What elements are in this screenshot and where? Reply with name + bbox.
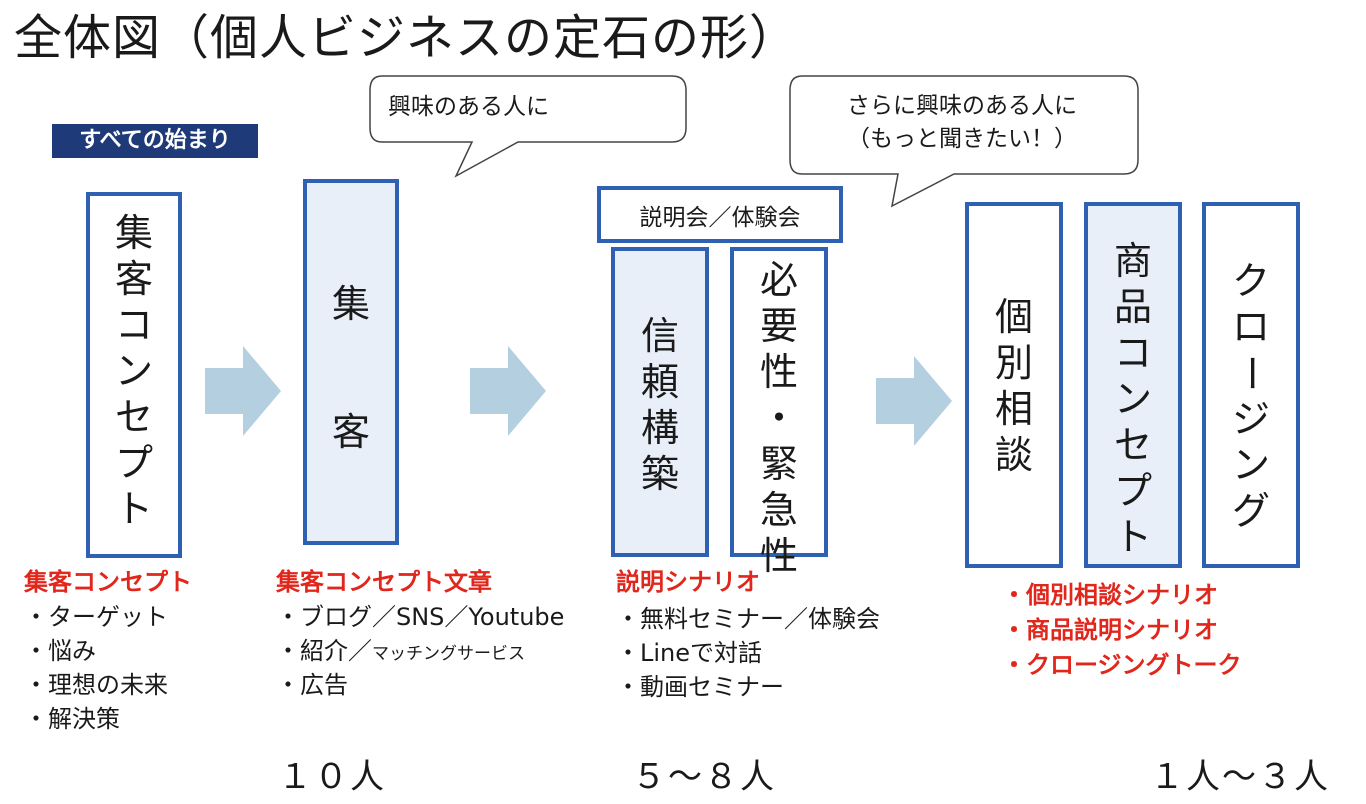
box-char: 品 [1113, 285, 1152, 329]
speech-bubble-more-interest [789, 75, 1139, 208]
box-char: 緊 [759, 442, 798, 486]
sales-list: ・個別相談シナリオ ・商品説明シナリオ ・クロージングトーク [1002, 578, 1242, 683]
box-char: 集 [114, 211, 153, 255]
box-char: プ [114, 441, 153, 485]
box-consult: 個別相談 [965, 202, 1063, 568]
list-item: ・ブログ／SNS／Youtube [276, 603, 565, 631]
box-char: ロ [1231, 305, 1270, 349]
arrow-right-icon [470, 346, 546, 436]
box-char: ・ [759, 396, 798, 440]
box-closing-text: クロージング [1206, 258, 1296, 534]
box-char: 性 [759, 534, 798, 578]
box-char: ー [1228, 353, 1273, 393]
box-char: コ [1113, 331, 1152, 375]
box-char: 集 [331, 282, 370, 326]
box-char: 要 [759, 304, 798, 348]
box-concept-text: 集客コンセプト [90, 210, 178, 532]
box-attract-text: 集客 [307, 281, 395, 455]
list-item: ・無料セミナー／体験会 [616, 605, 880, 633]
list-item: ・理想の未来 [24, 671, 168, 699]
list-item: ・解決策 [24, 705, 120, 733]
box-char: 築 [640, 452, 679, 496]
list-item: ・個別相談シナリオ [1002, 581, 1218, 609]
start-badge: すべての始まり [52, 124, 258, 158]
speech-bubble-interest [369, 75, 687, 178]
box-need: 必要性・緊急性 [730, 247, 828, 578]
box-attract: 集客 [303, 179, 399, 545]
box-trust: 信頼構築 [611, 247, 709, 557]
box-char: グ [1231, 489, 1270, 533]
concept-heading: 集客コンセプト [24, 568, 192, 596]
count-right: １人～３人 [1150, 757, 1330, 797]
box-char: ト [114, 487, 153, 531]
box-closing: クロージング [1202, 202, 1300, 568]
box-need-text: 必要性・緊急性 [734, 257, 824, 579]
list-item-small: マッチングサービス [372, 644, 525, 664]
box-char: ン [1231, 443, 1270, 487]
box-consult-text: 個別相談 [969, 294, 1059, 478]
list-item: ・商品説明シナリオ [1002, 616, 1218, 644]
box-char: ン [114, 349, 153, 393]
box-char: 談 [994, 433, 1033, 477]
box-char: 性 [759, 350, 798, 394]
attract-list: ・ブログ／SNS／Youtube ・紹介／マッチングサービス ・広告 [276, 600, 564, 702]
box-product-text: 商品コンセプト [1088, 238, 1178, 560]
box-char: ト [1113, 515, 1152, 559]
box-char: 個 [994, 295, 1033, 339]
list-item: ・悩み [24, 637, 96, 665]
box-char: 客 [331, 410, 370, 454]
event-box: 説明会／体験会 [597, 186, 843, 243]
box-char: 商 [1113, 239, 1152, 283]
box-char: 客 [114, 257, 153, 301]
box-char: 急 [759, 488, 798, 532]
count-left: １０人 [278, 757, 386, 797]
bubble-interest-text: 興味のある人に [388, 94, 549, 120]
arrow-right-icon [876, 356, 952, 446]
list-item: ・広告 [276, 671, 348, 699]
box-char: 頼 [640, 360, 679, 404]
list-item: ・Lineで対話 [616, 639, 763, 667]
bubble-more-text-2: （もっと聞きたい！） [847, 126, 1077, 152]
box-char: 相 [994, 387, 1033, 431]
attract-heading: 集客コンセプト文章 [276, 568, 492, 596]
box-char: ク [1231, 259, 1270, 303]
explain-heading: 説明シナリオ [616, 568, 760, 596]
count-middle: ５～８人 [632, 757, 776, 797]
list-item: ・クロージングトーク [1002, 651, 1242, 679]
box-char: 必 [759, 258, 798, 302]
box-char: プ [1113, 469, 1152, 513]
box-char: セ [114, 395, 153, 439]
list-item: ・ターゲット [24, 603, 168, 631]
list-item: ・動画セミナー [616, 673, 784, 701]
page-title: 全体図（個人ビジネスの定石の形） [14, 10, 799, 66]
bubble-more-text-1: さらに興味のある人に [847, 93, 1077, 119]
box-char: 別 [994, 341, 1033, 385]
box-char: セ [1113, 423, 1152, 467]
arrow-right-icon [205, 346, 281, 436]
list-item-main: ・紹介／ [276, 637, 372, 665]
box-concept: 集客コンセプト [86, 192, 182, 558]
box-char: 構 [640, 406, 679, 450]
box-char: コ [114, 303, 153, 347]
explain-list: ・無料セミナー／体験会 ・Lineで対話 ・動画セミナー [616, 602, 880, 704]
box-product: 商品コンセプト [1084, 202, 1182, 568]
list-item: ・紹介／マッチングサービス [276, 634, 564, 668]
box-char: ジ [1231, 397, 1270, 441]
box-char: 信 [640, 314, 679, 358]
box-char: ン [1113, 377, 1152, 421]
concept-list: ・ターゲット ・悩み ・理想の未来 ・解決策 [24, 600, 168, 736]
event-label: 説明会／体験会 [639, 204, 801, 231]
box-trust-text: 信頼構築 [615, 313, 705, 497]
